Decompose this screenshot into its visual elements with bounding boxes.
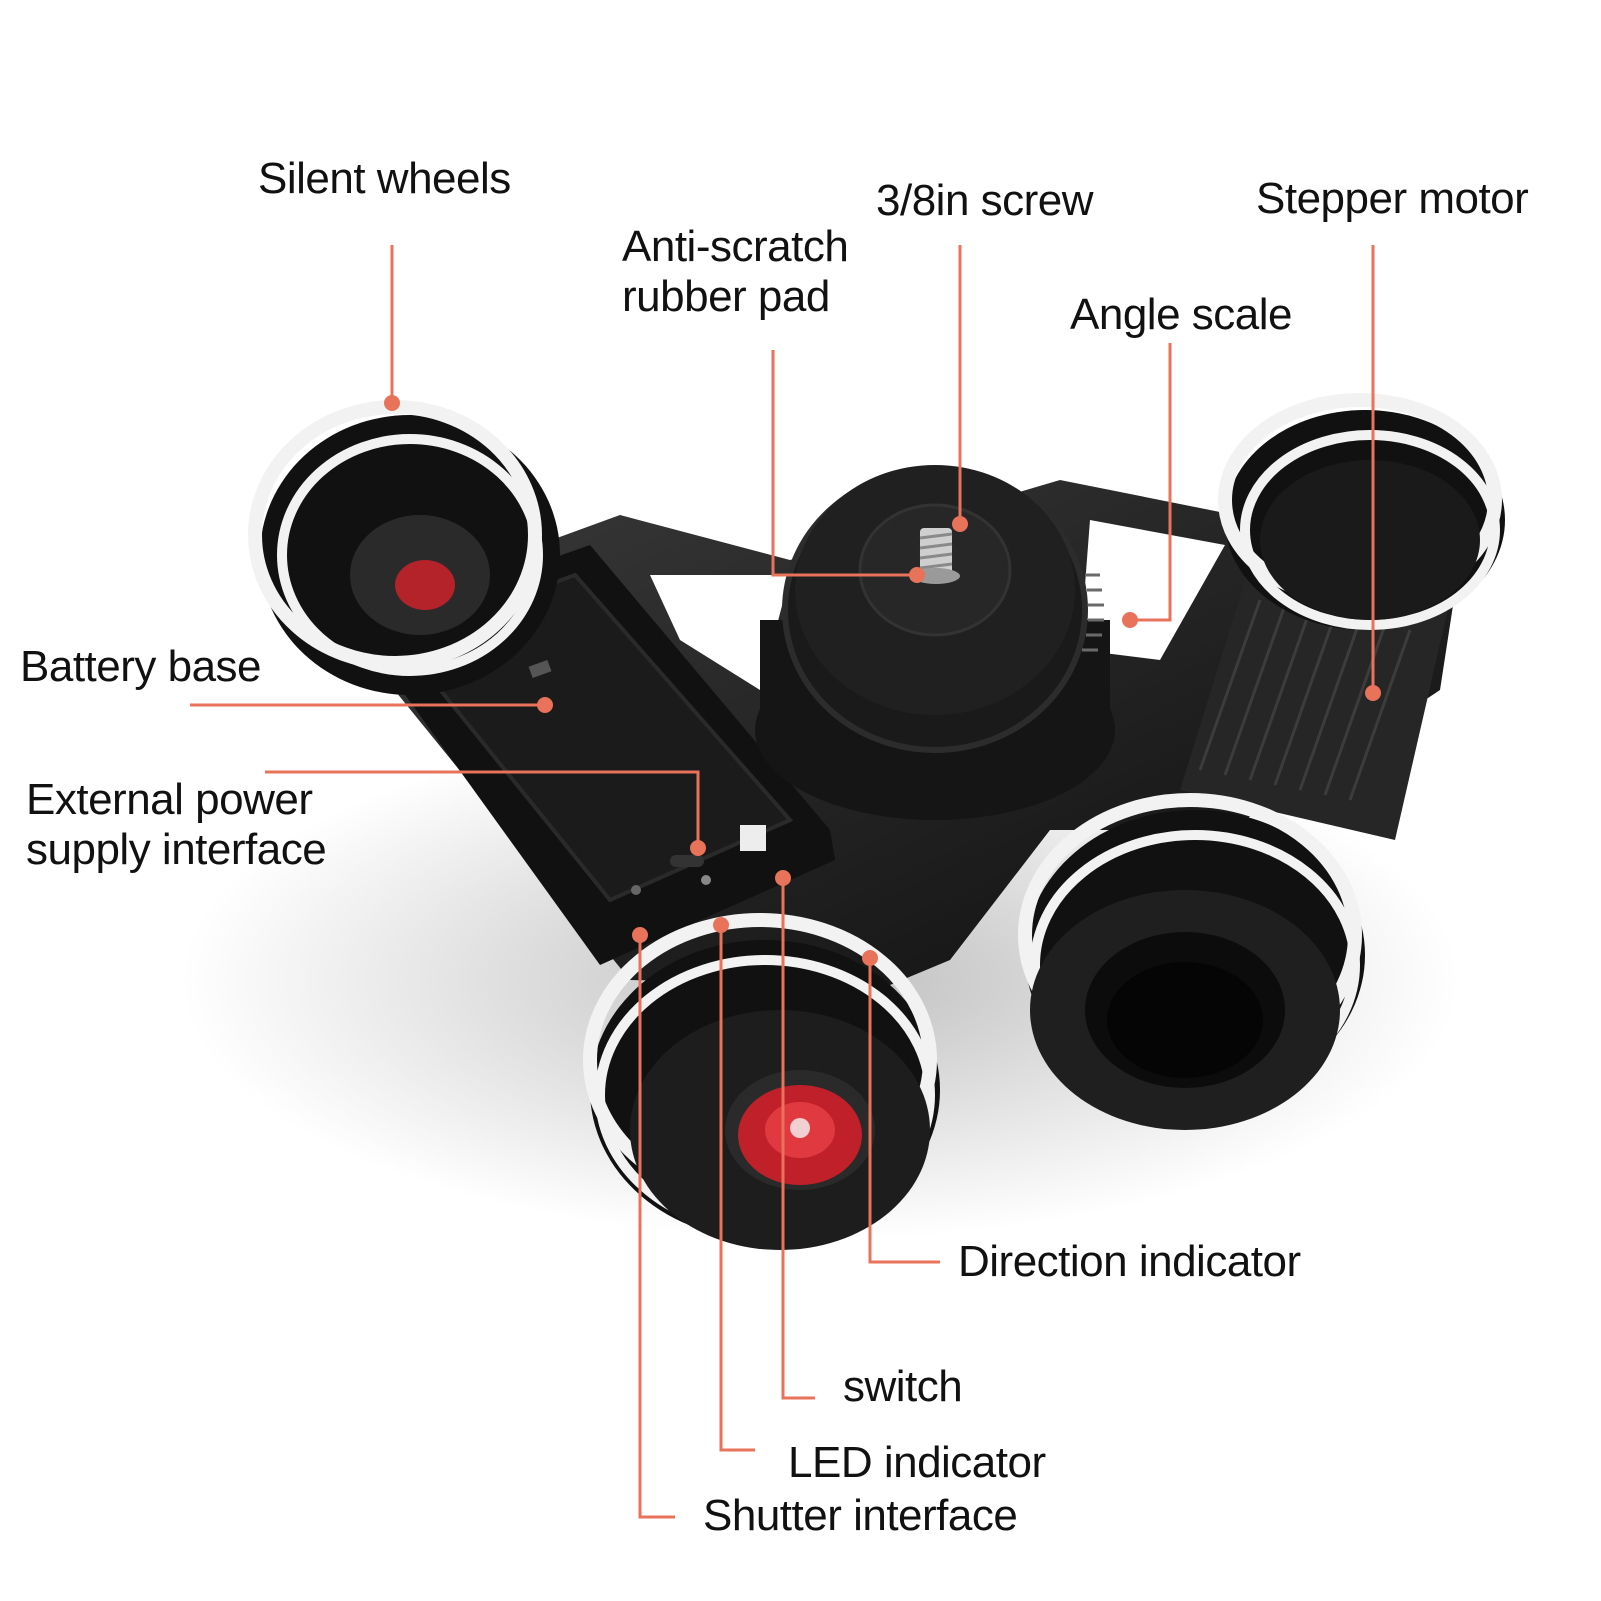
label-stepper-motor: Stepper motor bbox=[1256, 174, 1529, 223]
label-switch: switch bbox=[843, 1362, 963, 1411]
wheel-front-right bbox=[1018, 793, 1365, 1130]
label-battery-base: Battery base bbox=[20, 642, 262, 691]
wheel-back-left bbox=[248, 400, 560, 695]
line-external-power bbox=[265, 770, 700, 848]
label-led-indicator: LED indicator bbox=[788, 1438, 1046, 1487]
callout-dots bbox=[384, 395, 1381, 966]
label-external-power: External power supply interface bbox=[26, 775, 327, 875]
label-shutter-interface: Shutter interface bbox=[703, 1491, 1018, 1540]
line-direction-indicator bbox=[868, 958, 940, 1264]
line-switch bbox=[781, 878, 815, 1400]
line-led bbox=[719, 925, 755, 1452]
turntable bbox=[755, 465, 1115, 820]
label-direction-indicator: Direction indicator bbox=[958, 1237, 1301, 1286]
line-shutter bbox=[638, 935, 675, 1519]
angle-scale bbox=[1082, 573, 1104, 652]
line-rubber-pad bbox=[771, 350, 917, 577]
label-screw: 3/8in screw bbox=[876, 176, 1094, 225]
callout-lines bbox=[190, 245, 1375, 1519]
line-angle-scale bbox=[1130, 343, 1172, 622]
label-silent-wheels: Silent wheels bbox=[258, 154, 511, 203]
label-external-power-line1: External power bbox=[26, 775, 313, 824]
wheel-front-left bbox=[583, 913, 940, 1250]
wheel-back-right bbox=[1218, 393, 1505, 630]
label-rubber-pad: Anti-scratch rubber pad bbox=[622, 222, 849, 322]
label-angle-scale: Angle scale bbox=[1070, 290, 1292, 339]
label-external-power-line2: supply interface bbox=[26, 825, 327, 874]
stepper-motor bbox=[1180, 565, 1450, 840]
label-rubber-pad-line1: Anti-scratch bbox=[622, 222, 849, 271]
label-rubber-pad-line2: rubber pad bbox=[622, 272, 830, 321]
